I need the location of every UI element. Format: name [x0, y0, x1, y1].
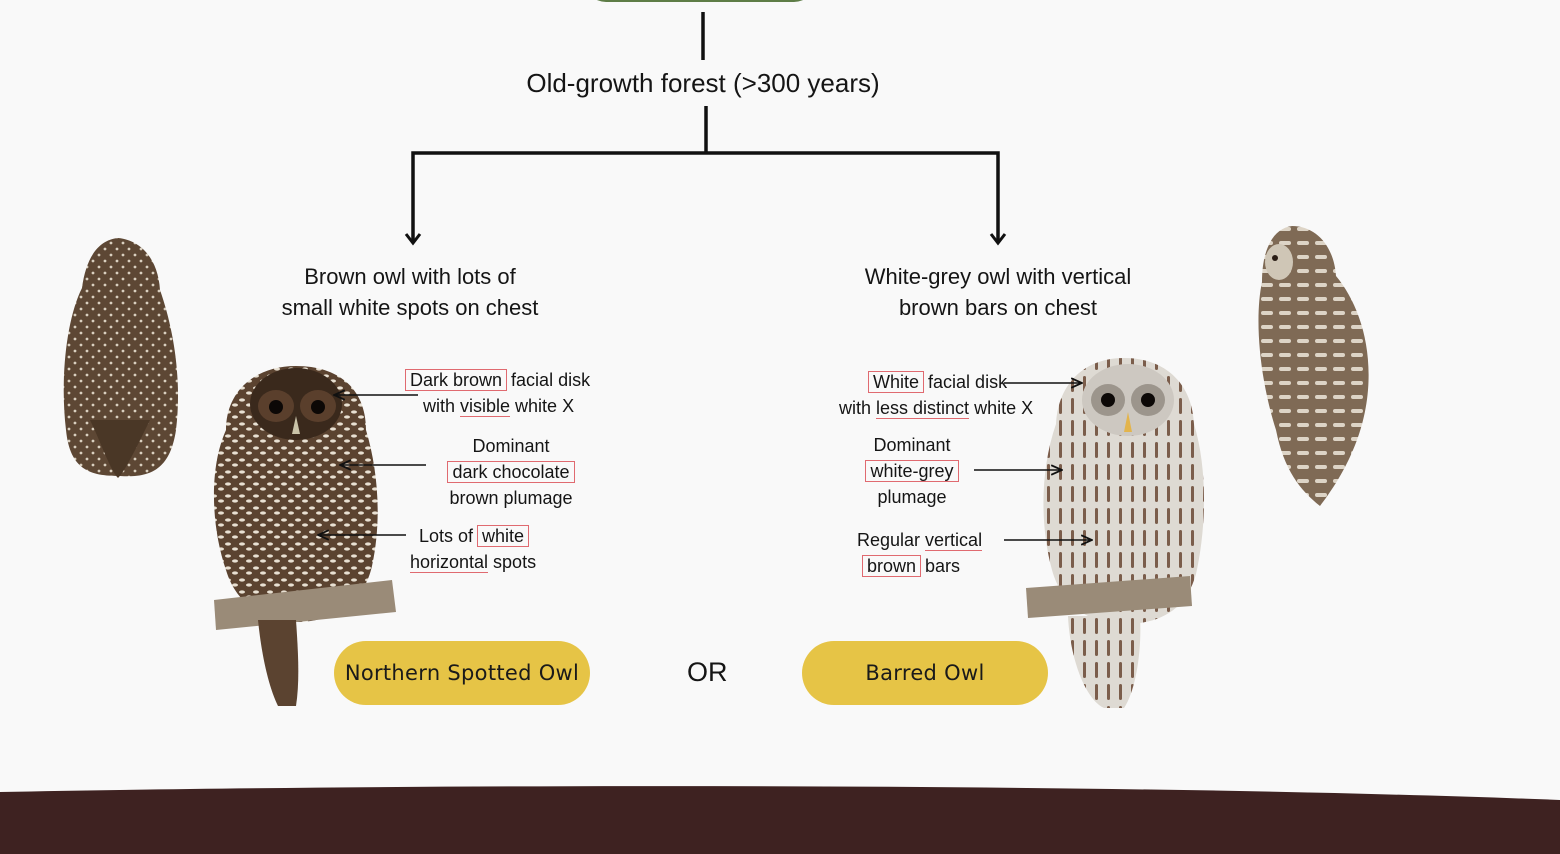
right-description-line2: brown bars on chest	[898, 295, 1098, 320]
underline-vertical: vertical	[925, 530, 983, 551]
highlight-dark-chocolate: dark chocolate	[447, 461, 575, 483]
barred-owl-button[interactable]: Barred Owl	[802, 641, 1048, 705]
plumage-line1: Dominant	[472, 436, 550, 456]
highlight-white-grey: white-grey	[865, 460, 959, 482]
plumage-right-line1: Dominant	[873, 435, 951, 455]
right-description-line1: White-grey owl with vertical	[864, 264, 1132, 289]
barred-owl-image	[1026, 358, 1204, 708]
ground-band	[0, 786, 1560, 854]
spots-pre: Lots of	[419, 526, 479, 546]
highlight-dark-brown: Dark brown	[404, 369, 508, 391]
branch-line	[411, 151, 1000, 242]
facial-disk-text-right: facial disk	[928, 372, 1008, 392]
bars-line2-post: bars	[920, 556, 961, 576]
top-node-box	[597, 0, 803, 2]
spots-line2-post: spots	[488, 552, 537, 572]
arrowhead-left	[404, 233, 422, 246]
plumage-line3: brown plumage	[449, 488, 573, 508]
facial-disk-right-line2-post: white X	[969, 398, 1034, 418]
facial-disk-right-line2-pre: with	[839, 398, 877, 418]
annotation-plumage-right: Dominant white-grey plumage	[856, 432, 968, 510]
barred-owl-back-image	[1258, 226, 1369, 506]
left-branch-description: Brown owl with lots of small white spots…	[260, 261, 560, 323]
underline-horizontal: horizontal	[410, 552, 489, 573]
facial-disk-line2-post: white X	[510, 396, 575, 416]
facial-disk-line2-pre: with	[423, 396, 461, 416]
or-label: OR	[687, 657, 728, 687]
annotation-plumage-left: Dominant dark chocolate brown plumage	[434, 433, 588, 511]
root-node-label: Old-growth forest (>300 years)	[526, 68, 880, 98]
annotation-facial-disk-left: Dark brown facial disk with visible whit…	[404, 367, 591, 419]
highlight-white-right: White	[867, 371, 925, 393]
plumage-right-line3: plumage	[877, 487, 947, 507]
highlight-brown: brown	[861, 555, 922, 577]
underline-less-distinct: less distinct	[876, 398, 970, 419]
underline-visible: visible	[460, 396, 511, 417]
arrowhead-right	[989, 233, 1007, 246]
bars-line1-pre: Regular	[857, 530, 926, 550]
annotation-spots-left: Lots of white horizontal spots	[410, 523, 536, 575]
highlight-white: white	[477, 525, 530, 547]
left-description-line2: small white spots on chest	[281, 295, 539, 320]
annotation-bars-right: Regular vertical brown bars	[857, 527, 983, 579]
northern-spotted-owl-image	[213, 366, 396, 706]
right-branch-description: White-grey owl with vertical brown bars …	[838, 261, 1158, 323]
annotation-facial-disk-right: White facial disk with less distinct whi…	[839, 369, 1033, 421]
left-description-line1: Brown owl with lots of	[304, 264, 516, 289]
facial-disk-text: facial disk	[511, 370, 591, 390]
northern-spotted-owl-button[interactable]: Northern Spotted Owl	[334, 641, 590, 705]
spotted-owl-back-image	[63, 238, 179, 478]
